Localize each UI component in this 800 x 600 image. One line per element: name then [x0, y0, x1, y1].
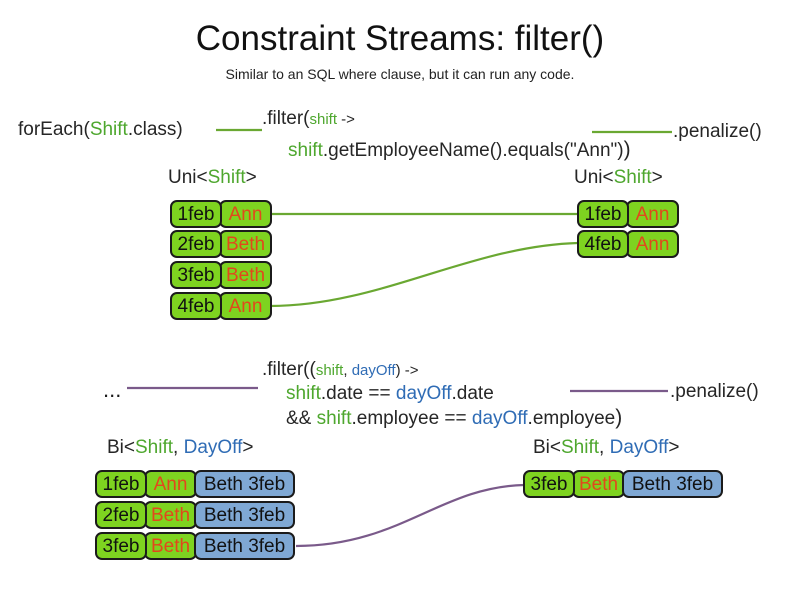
uni-input-prefix: Uni< [168, 167, 208, 188]
uni-output-label: Uni<Shift> [574, 167, 663, 189]
table-row[interactable]: 1feb Ann [170, 200, 272, 228]
filter-bottom-close-paren: ) [615, 406, 623, 429]
shift-date: 2feb [95, 501, 147, 529]
shift-date: 1feb [95, 470, 147, 498]
filter-bottom-comma: , [343, 362, 352, 379]
foreach-prefix: forEach( [18, 119, 90, 140]
uni-input-label: Uni<Shift> [168, 167, 257, 189]
table-row[interactable]: 1feb Ann [577, 200, 679, 228]
bi-input-label: Bi<Shift, DayOff> [107, 437, 253, 459]
filter-top-prefix: .filter( [262, 108, 310, 129]
filter-bottom-l3-and: && [286, 408, 317, 429]
table-row[interactable]: 2feb Beth Beth 3feb [95, 501, 295, 529]
filter-top-body: .getEmployeeName().equals("Ann") [322, 140, 624, 161]
table-row[interactable]: 2feb Beth [170, 230, 272, 258]
bi-input-suffix: > [242, 437, 254, 458]
bi-output-prefix: Bi< [533, 437, 561, 458]
bi-output-comma: , [599, 437, 610, 458]
dayoff-value: Beth 3feb [194, 470, 295, 498]
bi-input-type1: Shift [135, 437, 174, 458]
shift-date: 2feb [170, 230, 222, 258]
shift-date: 1feb [577, 200, 629, 228]
filter-bottom-arrow: ) -> [395, 362, 419, 379]
shift-date: 4feb [577, 230, 629, 258]
shift-employee: Beth [144, 501, 197, 529]
filter-top-arrow: -> [337, 111, 355, 128]
filter-expression-top-line1: .filter(shift -> [262, 108, 355, 130]
table-row[interactable]: 3feb Beth [170, 261, 272, 289]
uni-output-type: Shift [613, 167, 652, 188]
penalize-top: .penalize() [673, 121, 762, 142]
filter-expression-bottom-line2: shift.date == dayOff.date [286, 383, 494, 405]
foreach-expression: forEach(Shift.class) [18, 119, 183, 141]
bi-output-suffix: > [668, 437, 680, 458]
shift-date: 1feb [170, 200, 222, 228]
filter-top-param: shift [309, 111, 338, 128]
table-row[interactable]: 1feb Ann Beth 3feb [95, 470, 295, 498]
shift-date: 3feb [95, 532, 147, 560]
bi-output-type1: Shift [561, 437, 600, 458]
shift-date: 3feb [523, 470, 575, 498]
dayoff-value: Beth 3feb [194, 532, 295, 560]
filter-bottom-param2: dayOff [351, 362, 396, 379]
filter-expression-bottom-line1: .filter((shift, dayOff) -> [262, 359, 419, 381]
table-row[interactable]: 3feb Beth Beth 3feb [523, 470, 723, 498]
filter-bottom-l3-end: .employee [527, 408, 616, 429]
shift-employee: Ann [626, 230, 679, 258]
filter-bottom-l3-var2: dayOff [471, 408, 528, 429]
dayoff-value: Beth 3feb [194, 501, 295, 529]
uni-output-prefix: Uni< [574, 167, 614, 188]
filter-expression-bottom-line3: && shift.employee == dayOff.employee) [286, 406, 622, 430]
bi-output-label: Bi<Shift, DayOff> [533, 437, 679, 459]
bi-input-type2: DayOff [183, 437, 243, 458]
dayoff-value: Beth 3feb [622, 470, 723, 498]
filter-bottom-l3-var1: shift [316, 408, 352, 429]
page-subtitle: Similar to an SQL where clause, but it c… [225, 66, 575, 82]
uni-input-type: Shift [207, 167, 246, 188]
filter-bottom-l2-end: .date [451, 383, 494, 404]
shift-employee: Beth [219, 230, 272, 258]
foreach-type: Shift [89, 119, 128, 140]
shift-date: 3feb [170, 261, 222, 289]
ellipsis-source: ... [103, 377, 122, 402]
foreach-suffix: .class) [127, 119, 183, 140]
penalize-bottom: .penalize() [670, 381, 759, 402]
shift-employee: Beth [144, 532, 197, 560]
filter-expression-top-line2: shift.getEmployeeName().equals("Ann")) [288, 138, 631, 162]
filter-bottom-l3-mid: .employee == [351, 408, 472, 429]
bi-input-comma: , [173, 437, 184, 458]
filter-bottom-l2-var1: shift [286, 383, 321, 404]
filter-top-var: shift [288, 140, 323, 161]
table-row[interactable]: 4feb Ann [170, 292, 272, 320]
filter-bottom-l2-var2: dayOff [395, 383, 452, 404]
shift-employee: Beth [572, 470, 625, 498]
shift-employee: Ann [626, 200, 679, 228]
shift-employee: Beth [219, 261, 272, 289]
shift-employee: Ann [219, 292, 272, 320]
shift-date: 4feb [170, 292, 222, 320]
bi-output-type2: DayOff [609, 437, 669, 458]
uni-input-suffix: > [245, 167, 257, 188]
bi-input-prefix: Bi< [107, 437, 135, 458]
filter-bottom-l2-mid: .date == [320, 383, 396, 404]
shift-employee: Ann [144, 470, 197, 498]
page-title: Constraint Streams: filter() [195, 19, 605, 58]
table-row[interactable]: 3feb Beth Beth 3feb [95, 532, 295, 560]
filter-bottom-prefix: .filter(( [262, 359, 316, 380]
table-row[interactable]: 4feb Ann [577, 230, 679, 258]
shift-employee: Ann [219, 200, 272, 228]
filter-bottom-param1: shift [315, 362, 344, 379]
uni-output-suffix: > [651, 167, 663, 188]
filter-top-close-paren: ) [623, 138, 631, 161]
